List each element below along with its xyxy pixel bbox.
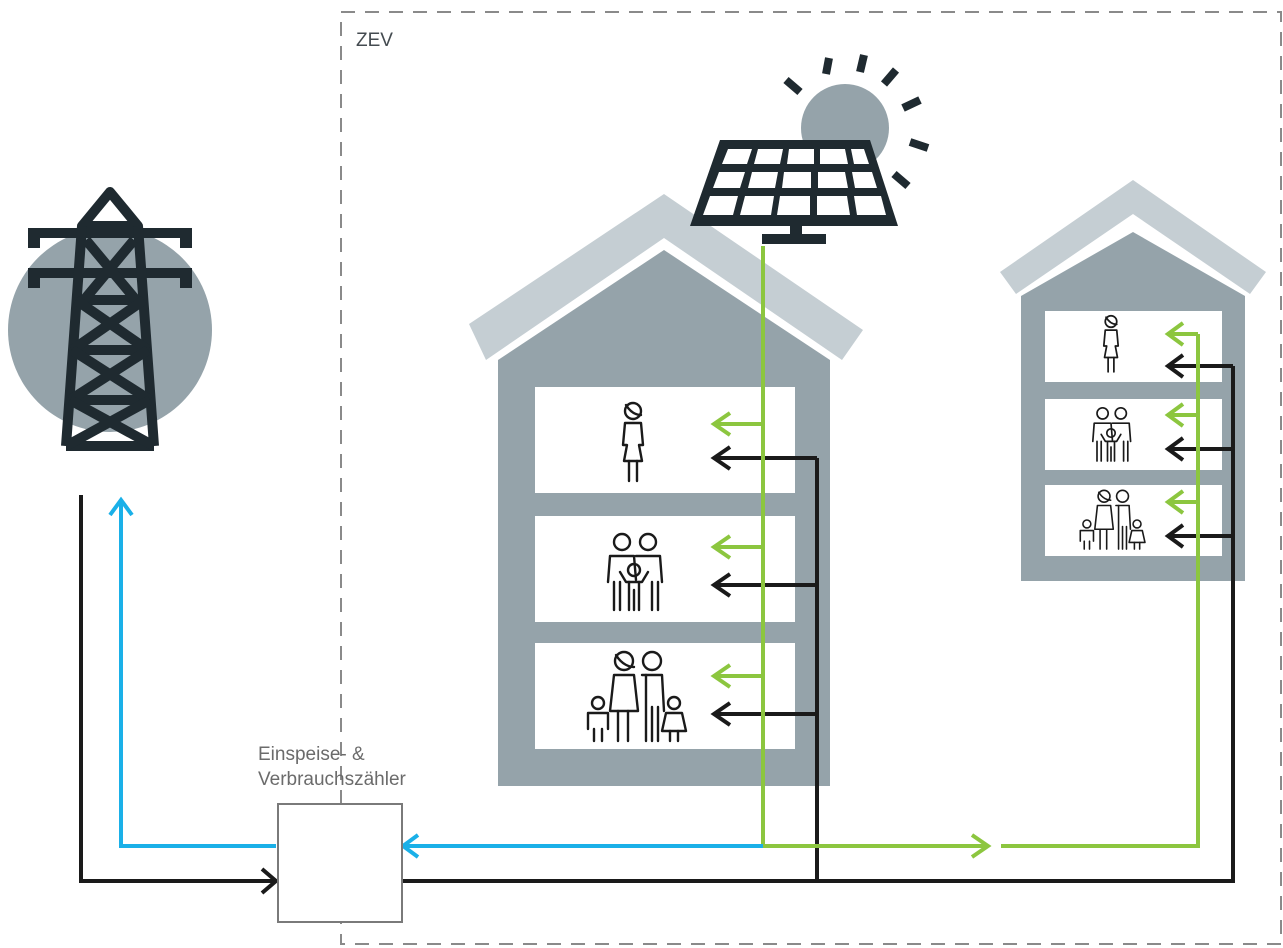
zev-boundary: [340, 11, 1282, 945]
solar-panel-icon: [690, 140, 898, 244]
apartment-5: [1045, 399, 1222, 470]
power-pylon-icon: [8, 187, 212, 451]
meter-label-line1: Einspeise- &: [258, 744, 365, 765]
grid-supply-lines: [79, 353, 1235, 895]
meter-label: Einspeise- & Verbrauchszähler: [258, 742, 406, 792]
grid-export-lines: [108, 496, 763, 859]
apartment-3: [535, 643, 795, 749]
house-small: [1000, 180, 1266, 581]
meter-label-line2: Verbrauchszähler: [258, 769, 406, 790]
apartment-6: [1045, 485, 1222, 556]
house-large: [469, 194, 863, 786]
zev-label: ZEV: [356, 30, 393, 51]
meter-box: [277, 803, 403, 923]
apartment-4: [1045, 311, 1222, 382]
apartment-2: [535, 516, 795, 622]
apartment-1: [535, 387, 795, 493]
